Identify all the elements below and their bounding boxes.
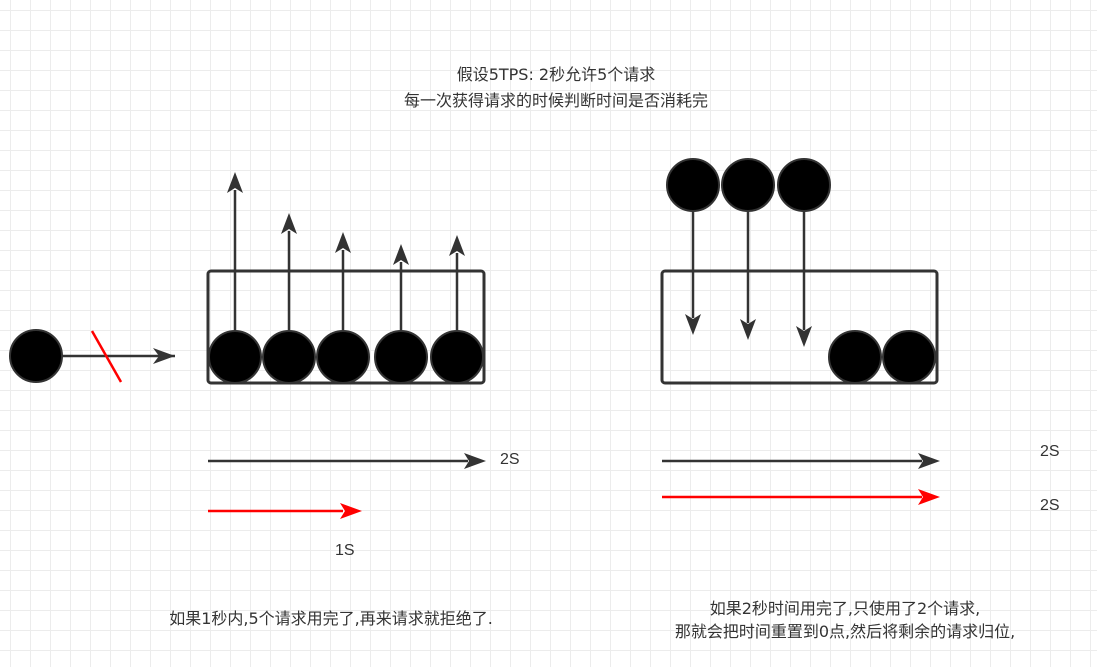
right-returning-request-2 bbox=[721, 158, 775, 340]
down-arrow-head bbox=[796, 326, 812, 347]
request-circle bbox=[666, 158, 720, 212]
down-arrow-head bbox=[685, 314, 701, 335]
left-time-axis-black-head bbox=[464, 453, 486, 469]
left-used-request-5 bbox=[430, 235, 484, 384]
right-remaining-request-1 bbox=[828, 330, 882, 384]
right-caption-line-1: 如果2秒时间用完了,只使用了2个请求, bbox=[709, 599, 981, 618]
left-time-axis-red-head bbox=[340, 503, 362, 519]
request-circle bbox=[208, 330, 262, 384]
up-arrow-head bbox=[335, 232, 351, 253]
incoming-arrow-head bbox=[153, 348, 175, 364]
right-returning-request-1 bbox=[666, 158, 720, 335]
request-circle bbox=[777, 158, 831, 212]
left-axis-red-label: 1S bbox=[335, 542, 355, 559]
up-arrow-head bbox=[281, 213, 297, 234]
reject-slash bbox=[90, 330, 123, 383]
left-used-request-2 bbox=[262, 213, 316, 384]
up-arrow-head bbox=[393, 244, 409, 265]
left-used-request-4 bbox=[374, 244, 428, 384]
up-arrow-head bbox=[449, 235, 465, 256]
request-circle bbox=[374, 330, 428, 384]
left-used-request-1 bbox=[208, 172, 262, 384]
request-circle bbox=[262, 330, 316, 384]
up-arrow-head bbox=[227, 172, 243, 193]
right-bucket bbox=[660, 269, 939, 385]
left-scenario bbox=[9, 172, 486, 519]
down-arrow-head bbox=[740, 319, 756, 340]
request-circle bbox=[721, 158, 775, 212]
incoming-request-circle bbox=[9, 329, 63, 383]
right-time-axis-black-head bbox=[918, 453, 940, 469]
left-caption: 如果1秒内,5个请求用完了,再来请求就拒绝了. bbox=[169, 609, 493, 628]
right-caption-line-2: 那就会把时间重置到0点,然后将剩余的请求归位, bbox=[674, 622, 1016, 641]
request-circle bbox=[316, 330, 370, 384]
request-circle bbox=[430, 330, 484, 384]
right-remaining-request-2 bbox=[882, 330, 936, 384]
title-line-1: 假设5TPS: 2秒允许5个请求 bbox=[456, 65, 656, 84]
right-scenario bbox=[660, 158, 940, 505]
right-axis-red-label: 2S bbox=[1040, 497, 1060, 514]
left-axis-black-label: 2S bbox=[500, 451, 520, 468]
right-axis-black-label: 2S bbox=[1040, 443, 1060, 460]
left-used-request-3 bbox=[316, 232, 370, 384]
title-line-2: 每一次获得请求的时候判断时间是否消耗完 bbox=[403, 91, 708, 110]
right-time-axis-red-head bbox=[918, 489, 940, 505]
right-returning-request-3 bbox=[777, 158, 831, 347]
